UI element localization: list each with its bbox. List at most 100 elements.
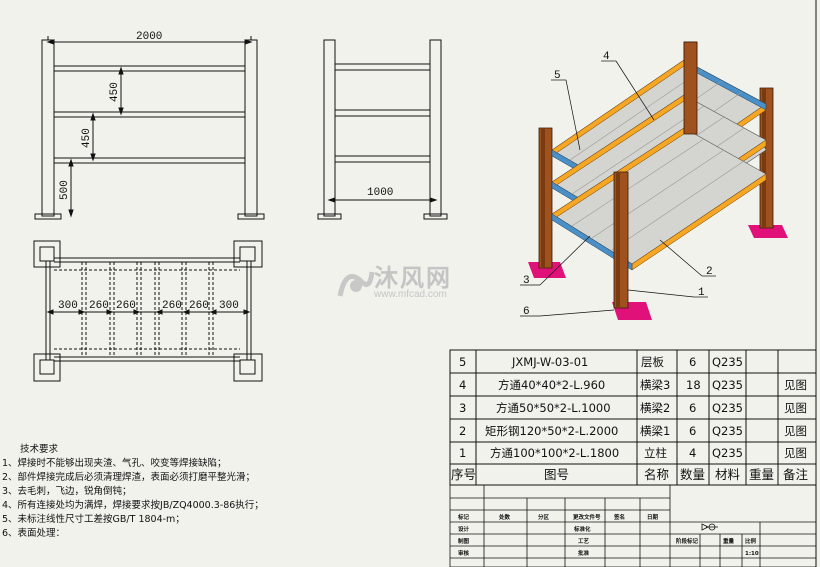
front-beam-top bbox=[53, 65, 246, 72]
front-right-post bbox=[244, 39, 258, 217]
svg-text:标准化: 标准化 bbox=[573, 525, 591, 533]
front-left-post bbox=[41, 39, 55, 217]
svg-text:方通100*100*2-L.1800: 方通100*100*2-L.1800 bbox=[490, 446, 619, 460]
svg-text:横梁1: 横梁1 bbox=[640, 424, 670, 438]
dim-spacing-top-label: 450 bbox=[109, 82, 121, 102]
svg-text:Q235: Q235 bbox=[712, 401, 743, 415]
bom-header-row: 序号 图号 名称 数量 材料 重量 备注 bbox=[451, 467, 809, 482]
svg-text:4: 4 bbox=[459, 378, 466, 392]
svg-text:名称: 名称 bbox=[644, 467, 669, 482]
svg-text:横梁3: 横梁3 bbox=[640, 378, 670, 392]
svg-text:批准: 批准 bbox=[578, 549, 590, 557]
svg-text:JXMJ-W-03-01: JXMJ-W-03-01 bbox=[511, 355, 588, 369]
callout-4: 4 bbox=[603, 51, 610, 63]
callout-2: 2 bbox=[706, 266, 713, 278]
top-dim-300-left: 300 bbox=[58, 300, 78, 312]
dim-width-label: 2000 bbox=[136, 31, 162, 43]
svg-text:更改文件号: 更改文件号 bbox=[573, 513, 601, 521]
svg-text:18: 18 bbox=[686, 378, 701, 392]
watermark-url: www.mfcad.com bbox=[374, 289, 447, 300]
bom-table bbox=[449, 349, 817, 486]
svg-text:见图: 见图 bbox=[784, 424, 807, 438]
svg-text:备注: 备注 bbox=[783, 467, 809, 482]
bom-row-4: 4 方通40*40*2-L.960 横梁3 18 Q235 见图 bbox=[459, 378, 807, 392]
dim-bottom-label: 500 bbox=[59, 180, 71, 200]
front-beam-mid bbox=[53, 111, 246, 118]
front-beam-bottom bbox=[53, 157, 246, 164]
svg-text:数量: 数量 bbox=[680, 467, 705, 482]
top-dim-260-b: 260 bbox=[116, 300, 136, 312]
callout-3: 3 bbox=[523, 275, 530, 287]
callout-1: 1 bbox=[698, 287, 705, 299]
svg-text:见图: 见图 bbox=[784, 401, 807, 415]
svg-text:重量: 重量 bbox=[749, 467, 774, 482]
title-block bbox=[449, 484, 817, 567]
bom-row-2: 2 矩形钢120*50*2-L.2000 横梁1 6 Q235 见图 bbox=[459, 424, 807, 438]
requirement-item: 6、表面处理： bbox=[2, 528, 66, 539]
svg-text:日期: 日期 bbox=[647, 513, 659, 521]
back-post bbox=[683, 41, 698, 135]
requirement-item: 3、去毛刺，飞边，锐角倒钝； bbox=[2, 486, 132, 497]
foot-pad bbox=[528, 262, 566, 278]
svg-text:3: 3 bbox=[459, 401, 466, 415]
svg-text:处数: 处数 bbox=[498, 513, 511, 521]
svg-text:制图: 制图 bbox=[458, 537, 470, 545]
technical-requirements-title: 技术要求 bbox=[20, 444, 59, 455]
svg-text:1: 1 bbox=[459, 446, 466, 460]
svg-text:审核: 审核 bbox=[458, 549, 470, 557]
svg-text:方通50*50*2-L.1000: 方通50*50*2-L.1000 bbox=[496, 401, 611, 415]
svg-text:6: 6 bbox=[689, 355, 696, 369]
dim-depth-label: 1000 bbox=[367, 187, 393, 199]
svg-text:标记: 标记 bbox=[457, 513, 470, 521]
svg-text:见图: 见图 bbox=[784, 446, 807, 460]
svg-text:分区: 分区 bbox=[538, 513, 550, 521]
front-left-foot bbox=[34, 213, 62, 220]
svg-text:Q235: Q235 bbox=[712, 378, 743, 392]
svg-text:比例: 比例 bbox=[745, 537, 757, 545]
svg-text:4: 4 bbox=[689, 446, 696, 460]
svg-text:矩形钢120*50*2-L.2000: 矩形钢120*50*2-L.2000 bbox=[485, 424, 618, 438]
svg-text:图号: 图号 bbox=[544, 467, 569, 482]
svg-text:1:10: 1:10 bbox=[745, 551, 759, 557]
svg-text:材料: 材料 bbox=[715, 467, 741, 482]
requirement-item: 2、部件焊接完成后必须清理焊渣，表面必须打磨平整光滑； bbox=[2, 472, 256, 483]
requirement-item: 5、未标注线性尺寸工差按GB/T 1804-m； bbox=[2, 514, 185, 525]
svg-text:5: 5 bbox=[459, 355, 466, 369]
svg-text:重量: 重量 bbox=[723, 537, 735, 545]
svg-text:2: 2 bbox=[459, 424, 466, 438]
watermark-logo-icon bbox=[337, 271, 375, 297]
callout-5: 5 bbox=[554, 70, 561, 82]
svg-text:横梁2: 横梁2 bbox=[640, 401, 670, 415]
technical-requirements: 技术要求 1、焊接时不能够出现夹渣、气孔、咬变等焊接缺陷； 2、部件焊接完成后必… bbox=[2, 443, 332, 541]
callout-6: 6 bbox=[523, 306, 530, 318]
bom-row-1: 1 方通100*100*2-L.1800 立柱 4 Q235 见图 bbox=[459, 446, 807, 460]
svg-text:立柱: 立柱 bbox=[644, 446, 667, 460]
foot-pad bbox=[748, 225, 788, 238]
top-view bbox=[33, 240, 263, 382]
bom-row-5: 5 JXMJ-W-03-01 层板 6 Q235 bbox=[459, 355, 743, 369]
watermark-text: 沐风网 bbox=[374, 264, 452, 292]
bom-row-3: 3 方通50*50*2-L.1000 横梁2 6 Q235 见图 bbox=[459, 401, 807, 415]
svg-text:6: 6 bbox=[689, 401, 696, 415]
top-dim-260-a: 260 bbox=[89, 300, 109, 312]
isometric-view bbox=[520, 41, 788, 320]
requirement-item: 4、所有连接处均为满焊，焊接要求按JB/ZQ4000.3-86执行； bbox=[2, 500, 264, 511]
side-view bbox=[317, 39, 448, 220]
svg-text:Q235: Q235 bbox=[712, 446, 743, 460]
top-dim-260-d: 260 bbox=[189, 300, 209, 312]
svg-text:签名: 签名 bbox=[613, 513, 625, 521]
svg-text:层板: 层板 bbox=[641, 355, 664, 369]
svg-text:工艺: 工艺 bbox=[578, 537, 590, 545]
svg-text:序号: 序号 bbox=[451, 467, 476, 482]
svg-text:6: 6 bbox=[689, 424, 696, 438]
top-dim-300-right: 300 bbox=[219, 300, 239, 312]
requirement-item: 1、焊接时不能够出现夹渣、气孔、咬变等焊接缺陷； bbox=[2, 458, 227, 469]
svg-text:Q235: Q235 bbox=[712, 355, 743, 369]
front-right-foot bbox=[237, 213, 265, 220]
svg-text:阶段标记: 阶段标记 bbox=[676, 537, 699, 545]
svg-text:见图: 见图 bbox=[784, 378, 807, 392]
dim-spacing-mid-label: 450 bbox=[81, 128, 93, 148]
top-dim-260-c: 260 bbox=[162, 300, 182, 312]
svg-text:方通40*40*2-L.960: 方通40*40*2-L.960 bbox=[498, 378, 605, 392]
